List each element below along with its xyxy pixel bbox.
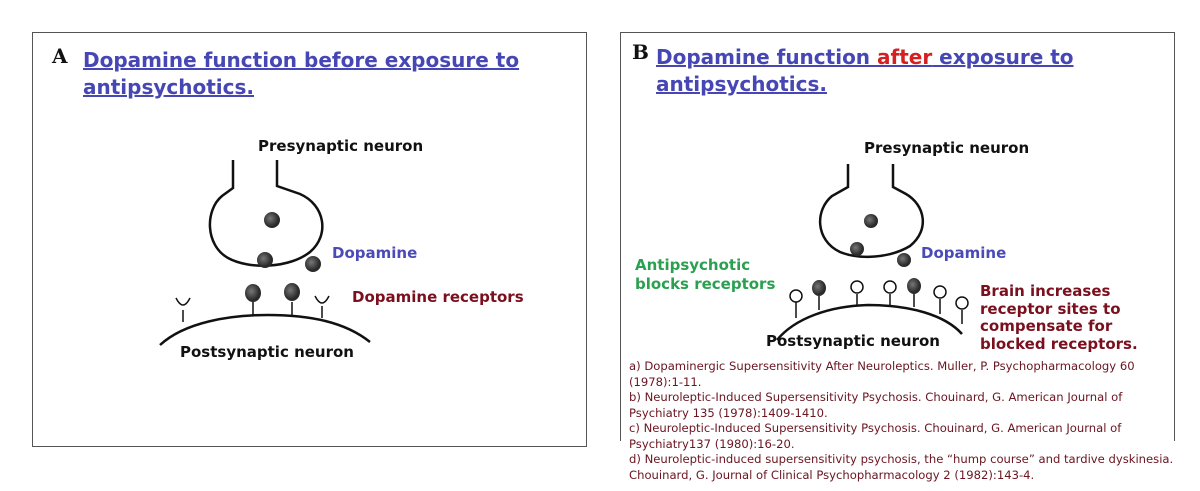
postsynaptic-label-a: Postsynaptic neuron (180, 343, 354, 361)
presynaptic-terminal-a (208, 160, 324, 267)
panel-b (620, 32, 1175, 441)
brain-line: blocked receptors. (980, 334, 1138, 353)
postsynaptic-label-b: Postsynaptic neuron (766, 332, 940, 350)
panel-b-title-pre: Dopamine function (656, 45, 878, 69)
panel-a-title-line2: antipsychotics. (83, 75, 255, 99)
presynaptic-label-b: Presynaptic neuron (864, 139, 1030, 157)
panel-b-title: Dopamine function after exposure to anti… (656, 44, 1074, 98)
panel-a-letter: A (52, 44, 68, 68)
panel-a (32, 32, 587, 447)
panel-b-title-line2: antipsychotics. (656, 72, 828, 96)
brain-increases-label: Brain increases receptor sites to compen… (980, 282, 1138, 353)
brain-line: compensate for (980, 317, 1113, 335)
vesicle (264, 212, 280, 228)
receptors-b (789, 278, 969, 324)
bound-receptors-a (245, 283, 300, 302)
reference-c: c) Neuroleptic-Induced Supersensitivity … (629, 421, 1122, 451)
brain-line: Brain increases (980, 282, 1111, 300)
presynaptic-label-a: Presynaptic neuron (258, 137, 424, 155)
references: a) Dopaminergic Supersensitivity After N… (629, 359, 1174, 483)
dopamine-vesicles-b (850, 214, 911, 267)
reference-a: a) Dopaminergic Supersensitivity After N… (629, 359, 1135, 389)
vesicle (897, 253, 911, 267)
panel-a-title: Dopamine function before exposure to ant… (83, 47, 519, 101)
reference-b: b) Neuroleptic-Induced Supersensitivity … (629, 390, 1123, 420)
panel-b-letter: B (632, 40, 649, 64)
panel-a-title-line1: Dopamine function before exposure to (83, 48, 520, 72)
brain-line: receptor sites to (980, 299, 1121, 318)
antipsychotic-line1: Antipsychotic (635, 256, 751, 274)
dopamine-vesicles-a (257, 212, 321, 272)
panel-b-title-post: exposure to (932, 45, 1074, 69)
panel-b-title-highlight: after (877, 45, 933, 69)
vesicle (257, 252, 273, 268)
postsynaptic-membrane-a (159, 295, 371, 346)
vesicle (850, 242, 864, 256)
dopamine-label-b: Dopamine (921, 244, 1007, 262)
antipsychotic-line2: blocks receptors (635, 275, 776, 293)
vesicle (305, 256, 321, 272)
vesicle (864, 214, 878, 228)
dopamine-label-a: Dopamine (332, 244, 418, 262)
receptors-label-a: Dopamine receptors (352, 288, 524, 306)
reference-d: d) Neuroleptic-induced supersensitivity … (629, 452, 1174, 482)
antipsychotic-label: Antipsychotic blocks receptors (635, 256, 775, 294)
postsynaptic-membrane-b (776, 303, 963, 341)
presynaptic-terminal-b (818, 164, 925, 258)
